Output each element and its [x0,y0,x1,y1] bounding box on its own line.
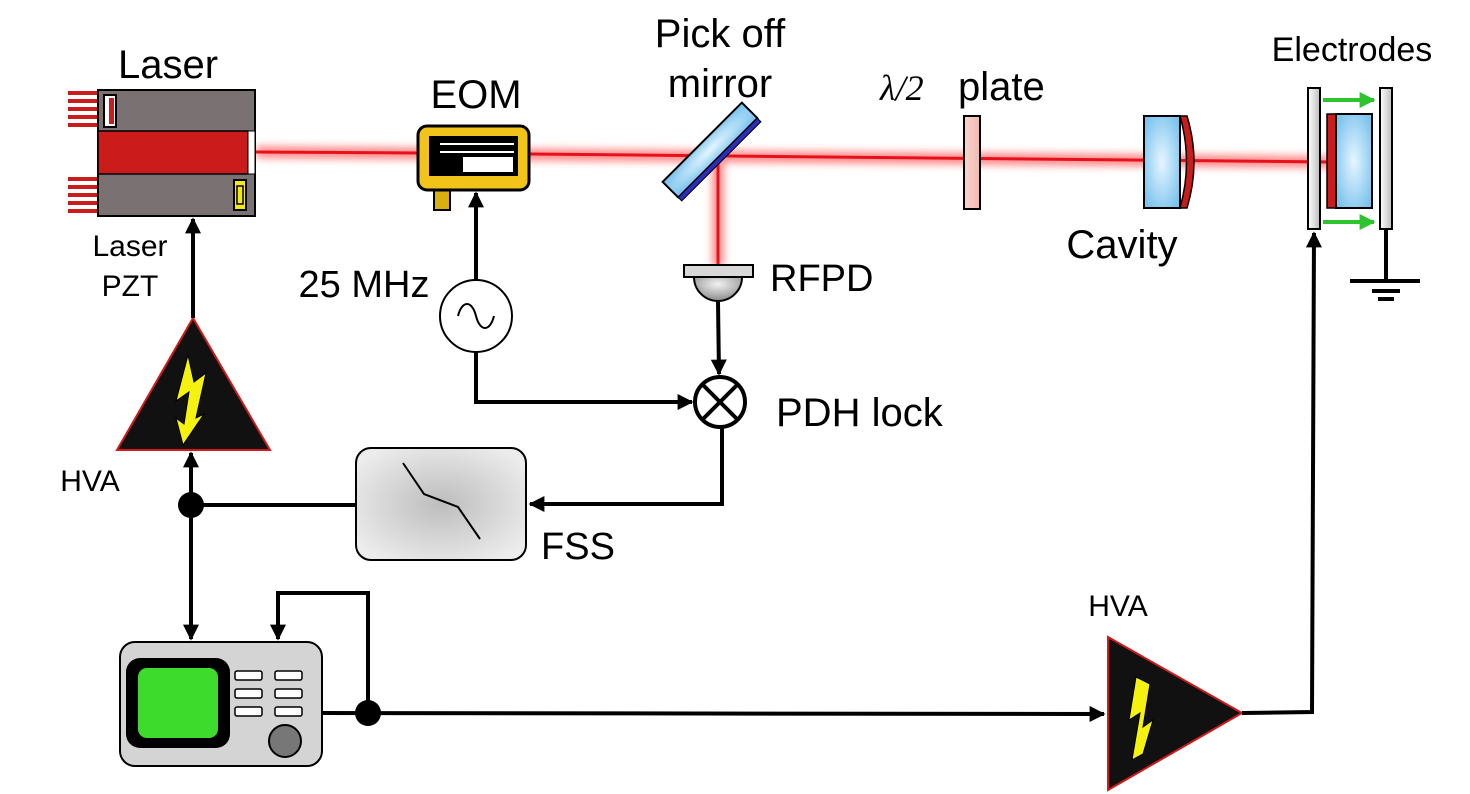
electrodes-assembly [1307,87,1393,230]
cavity-label: Cavity [1066,223,1177,267]
frequency-label: 25 MHz [299,264,430,306]
fss-box [355,447,527,561]
pickoff-label-line1: Pick off [655,12,786,56]
cavity-mirror [1143,115,1195,209]
rfpd-label: RFPD [770,258,873,300]
eom-device [416,124,531,211]
hva-left-label: HVA [60,465,119,498]
rfpd-detector [683,264,754,302]
eom-label: EOM [430,73,521,117]
ground-icon [1350,229,1420,301]
laser-fins-top [68,91,98,127]
electrodes-label: Electrodes [1272,31,1433,69]
hva-right-label: HVA [1088,590,1147,623]
high-voltage-amplifier-right-icon [1107,635,1245,792]
halfwave-symbol: λ/2 [879,68,924,108]
junction-dot-scope [355,700,381,726]
fss-label: FSS [541,526,615,568]
electrode-right [1379,87,1393,230]
high-voltage-amplifier-icon [115,316,272,451]
signal-wires [183,191,1322,722]
sine-wave-icon [439,279,513,353]
laser-pzt-label-line1: Laser [92,230,167,263]
pickoff-mirror [661,101,762,202]
half-wave-plate [963,115,981,210]
laser-label: Laser [118,43,218,87]
laser-fins-bottom [68,177,98,213]
halfwave-label: plate [958,65,1045,109]
junction-dot-fss [178,492,204,518]
oscilloscope-icon [119,641,323,767]
pickoff-label-line2: mirror [668,62,772,106]
laser-device [68,89,256,217]
pdh-lock-label: PDH lock [776,391,944,435]
laser-pzt-label-line2: PZT [102,270,159,303]
mixer-icon [693,375,747,429]
electrode-left [1307,87,1321,230]
